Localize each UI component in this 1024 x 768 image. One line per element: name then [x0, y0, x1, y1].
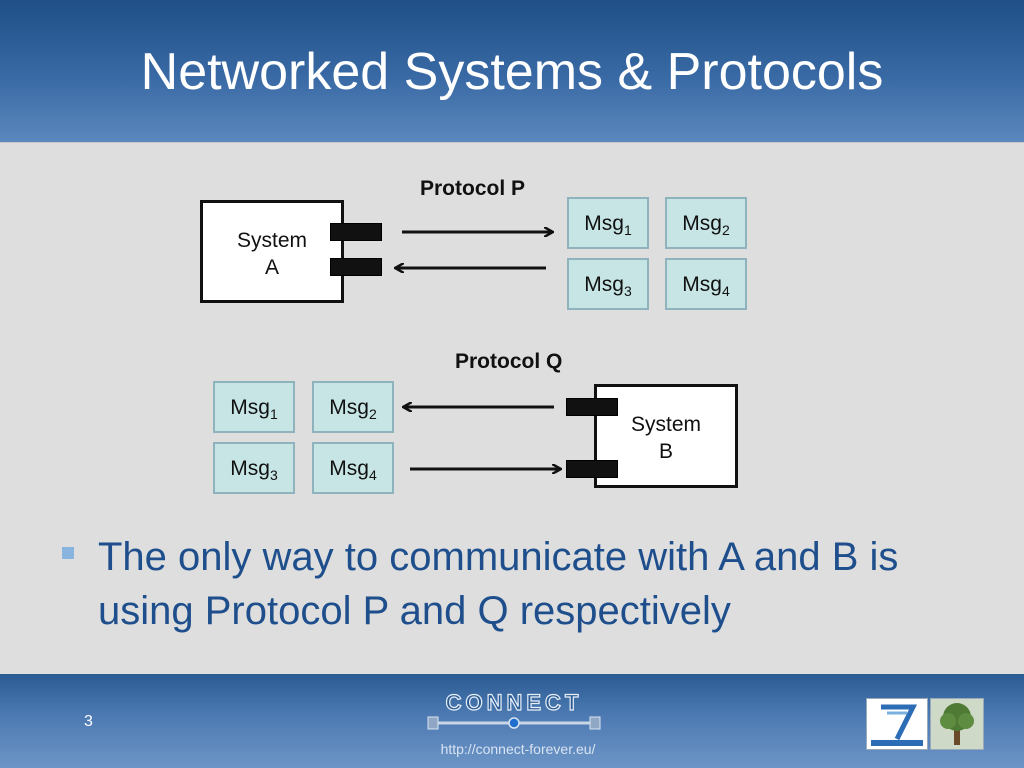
system-b-port-out	[566, 460, 618, 478]
protocol-q-msg-3: Msg3	[213, 442, 295, 494]
system-b-box: System B	[594, 384, 738, 488]
connect-logo: CONNECT	[427, 689, 601, 730]
square-bullet-icon	[62, 547, 74, 559]
protocol-p-msg-2: Msg2	[665, 197, 747, 249]
protocol-q-label: Protocol Q	[455, 350, 563, 373]
tree-logo	[930, 698, 984, 750]
page-number: 3	[84, 713, 93, 730]
protocol-p-label: Protocol P	[420, 177, 526, 200]
system-a-box: System A	[200, 200, 344, 303]
protocol-q-msg-1: Msg1	[213, 381, 295, 433]
system-a-label-line2: A	[264, 256, 279, 279]
system-b-label-line1: System	[630, 413, 701, 436]
protocol-p-msg-4: Msg4	[665, 258, 747, 310]
protocol-p-msg-3: Msg3	[567, 258, 649, 310]
system-a-port-out	[330, 223, 382, 241]
logo-text: CONNECT	[446, 690, 583, 715]
system-a-label-line1: System	[236, 229, 307, 252]
system-a-port-in	[330, 258, 382, 276]
system-b-label-line2: B	[658, 440, 673, 463]
protocol-p-msg-1: Msg1	[567, 197, 649, 249]
footer-url: http://connect-forever.eu/	[440, 741, 596, 757]
slide-title: Networked Systems & Protocols	[140, 43, 884, 101]
system-b-port-in	[566, 398, 618, 416]
bullet-item: The only way to communicate with A and B…	[98, 535, 899, 633]
protocol-q-msg-2: Msg2	[312, 381, 394, 433]
fp7-logo	[866, 698, 928, 750]
protocol-q-msg-4: Msg4	[312, 442, 394, 494]
slide-header	[0, 0, 1024, 142]
